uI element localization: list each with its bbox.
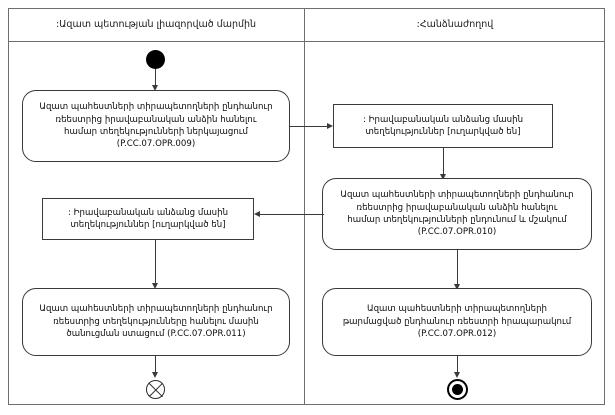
arrowhead-objleft-to-act011 [152, 283, 158, 289]
arrowhead-act012-to-activityfinal [454, 372, 460, 378]
activity-final-node-core [452, 384, 463, 395]
activity-node-opr-012[interactable]: Ազատ պահեստների տիրապետողների թարմացված … [322, 288, 592, 356]
edge-objleft-to-act011 [155, 240, 156, 286]
arrowhead-act010-to-act012 [454, 284, 460, 290]
activity-node-opr-010-label: Ազատ պահեստների տիրապետողների ընդհանուր … [340, 190, 574, 238]
arrowhead-act011-to-flowfinal [152, 372, 158, 378]
object-node-left-label: : Իրավաբանական անձանց մասին տեղեկություն… [67, 207, 229, 230]
swimlane-title-right: :Հանձնաժողով [416, 19, 494, 30]
edge-act010-to-act012 [457, 250, 458, 288]
activity-node-opr-011-label: Ազատ պահեստների տիրապետողների ընդհանուր … [39, 304, 273, 340]
initial-node[interactable] [146, 50, 165, 69]
arrowhead-start-to-act009 [152, 85, 158, 91]
edge-start-to-act009 [155, 69, 156, 88]
activity-final-node[interactable] [447, 379, 468, 400]
activity-node-opr-009-label: Ազատ պահեստների տիրապետողների ընդհանուր … [39, 102, 273, 150]
swimlane-header-rule [8, 41, 605, 42]
activity-node-opr-011[interactable]: Ազատ պահեստների տիրապետողների ընդհանուր … [22, 288, 290, 356]
activity-node-opr-009[interactable]: Ազատ պահեստների տիրապետողների ընդհանուր … [22, 90, 290, 162]
activity-node-opr-010[interactable]: Ազատ պահեստների տիրապետողների ընդհանուր … [322, 178, 592, 250]
activity-node-opr-012-label: Ազատ պահեստների տիրապետողների թարմացված … [342, 304, 572, 340]
edge-act010-to-objleft [258, 214, 324, 215]
swimlane-title-left: :Ազատ պետության լիազորված մարմին [55, 19, 257, 30]
arrowhead-act010-to-objleft [254, 211, 260, 217]
flow-final-node[interactable] [146, 380, 165, 399]
swimlane-divider [304, 8, 305, 405]
object-node-right[interactable]: : Իրավաբանական անձանց մասին տեղեկություն… [333, 104, 553, 148]
object-node-left[interactable]: : Իրավաբանական անձանց մասին տեղեկություն… [42, 198, 254, 240]
edge-objright-to-act010 [443, 148, 444, 178]
edge-act009-to-objright [290, 126, 330, 127]
edge-act011-to-flowfinal [155, 356, 156, 376]
object-node-right-label: : Իրավաբանական անձանց մասին տեղեկություն… [362, 114, 524, 137]
edge-act012-to-activityfinal [457, 356, 458, 376]
arrowhead-objright-to-act010 [440, 174, 446, 180]
arrowhead-act009-to-objright [327, 123, 333, 129]
